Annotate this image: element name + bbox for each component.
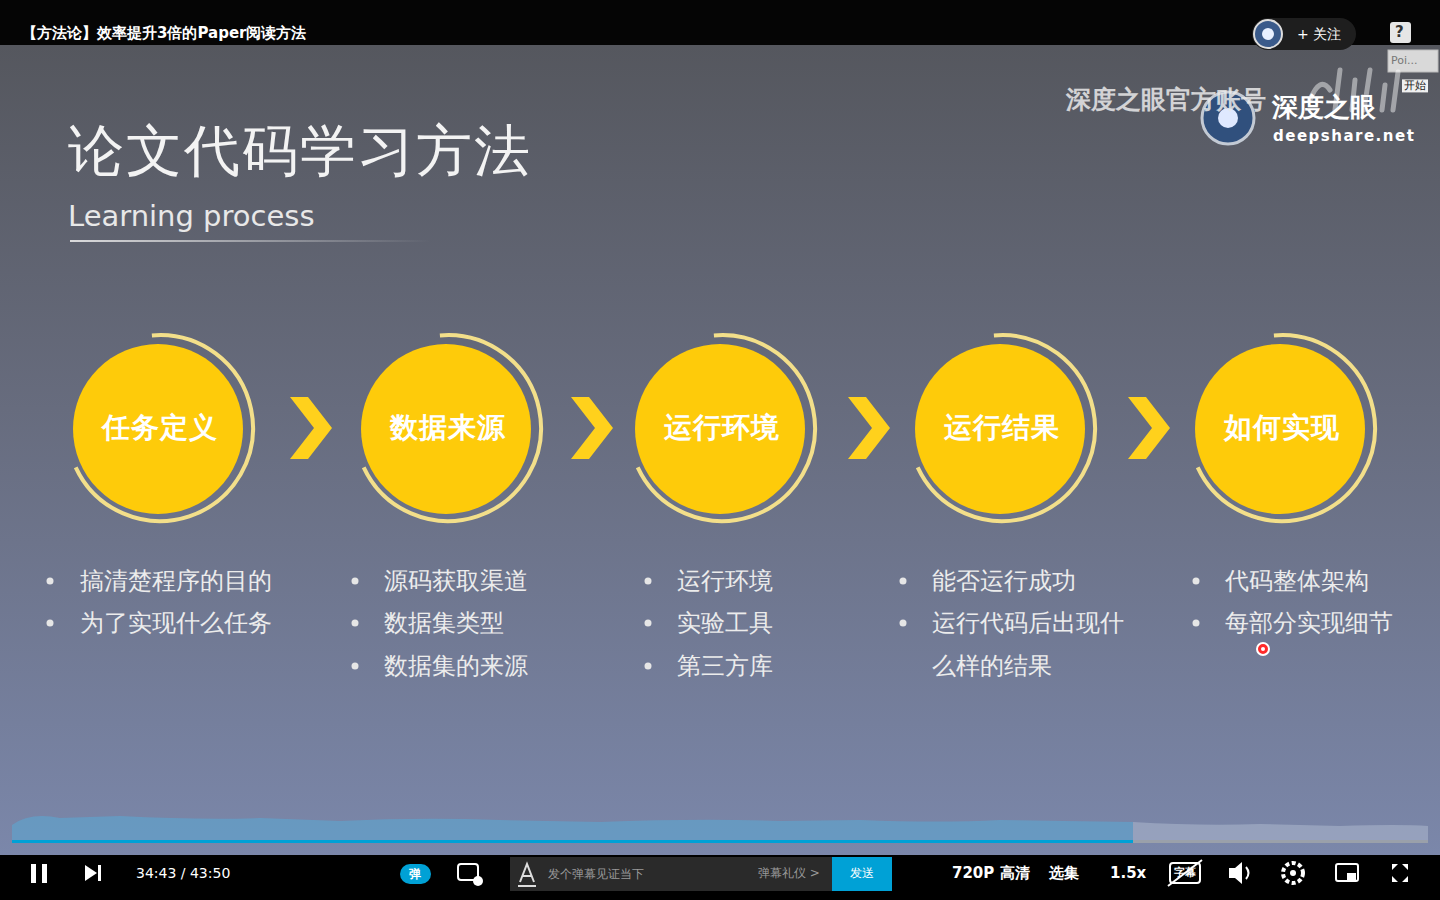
volume-icon [1229,862,1242,884]
progress-rest [1133,840,1428,843]
bullet-text: 运行环境 [677,567,773,596]
help-box [1390,22,1411,43]
circle-fill [635,344,805,514]
step-text-holder: 任务定义 [60,328,260,528]
chevron-arrow [571,397,613,459]
slide-subtitle: Learning process [68,199,315,234]
chevron-arrow [1128,397,1170,459]
step-title: 运行结果 [944,409,1060,447]
circle-fill [915,344,1085,514]
settings-icon [1290,870,1296,876]
bullet-text: 代码整体架构 [1225,567,1369,596]
time-display: 34:43 / 43:50 [136,865,230,882]
episodes-button: 选集 [1049,864,1079,882]
subtitle-label: 字幕 [1174,866,1196,879]
waveform-rest [1133,822,1428,842]
step-text-holder: 数据来源 [348,328,548,528]
arrow-head [571,397,613,459]
input-placeholder: 发个弹幕见证当下 [548,867,644,881]
arrow-head [848,397,890,459]
settings-icon [1283,863,1303,883]
pip-icon [1347,873,1356,880]
pip-icon [1336,864,1358,881]
step-text-holder: 运行环境 [622,328,822,528]
popup-text: Poi... [1391,54,1418,67]
speed-button: 1.5x [1110,864,1146,882]
volume-icon [1246,867,1249,879]
quality-button: 720P 高清 [952,864,1030,882]
chevron-arrow [290,397,332,459]
pause-icon [42,864,47,883]
bullet-text: 运行代码后出现什么样的结果 [932,602,1132,688]
video-title: 【方法论】效率提升3倍的Paper阅读方法 [22,24,306,42]
logo-url: deepshare.net [1273,127,1415,145]
help-icon: ? [1395,23,1404,41]
bullet-text: 数据集的来源 [384,652,528,681]
step-text-holder: 如何实现 [1182,328,1382,528]
watermark: 深度之眼官方账号 [1066,85,1266,115]
bullet-text: 能否运行成功 [932,567,1076,596]
toggle-label: 弹 [409,867,421,881]
danmaku-toggle [400,864,431,884]
arrow-head [1128,397,1170,459]
step-circle: 数据来源 [348,328,548,528]
bullet-text: 实验工具 [677,609,773,638]
chevron-arrow [848,397,890,459]
step-title: 数据来源 [390,409,506,447]
avatar-eye [1262,28,1274,40]
step-circle: 任务定义 [60,328,260,528]
step-circle: 如何实现 [1182,328,1382,528]
poi-box [1388,50,1438,72]
danmaku-input [510,857,832,891]
subtitle-off-line [1168,860,1202,886]
logo-text: 深度之眼 [1272,92,1376,123]
follow-button: + 关注 [1297,26,1341,43]
arrow-head [290,397,332,459]
step-circle: 运行结果 [902,328,1102,528]
danmaku-settings-icon [473,876,483,886]
avatar [1254,20,1282,48]
follow-pill [1252,18,1356,50]
bullet-text: 为了实现什么任务 [80,609,272,638]
send-label: 发送 [850,866,874,880]
bullet-text: 每部分实现细节 [1225,609,1393,638]
step-title: 如何实现 [1224,409,1340,447]
pause-icon [31,864,36,883]
bullet-text: 源码获取渠道 [384,567,528,596]
bullet-text: 搞清楚程序的目的 [80,567,272,596]
circle-fill [73,344,243,514]
laser-pointer-core [1261,647,1265,651]
popup-text: 开始 [1402,79,1428,92]
waveform-played [12,816,1133,842]
send-button [832,857,892,891]
laser-pointer [1257,643,1269,655]
step-title: 运行环境 [664,409,780,447]
title-underline [70,240,430,242]
bullet-text: 数据集类型 [384,609,504,638]
circle-fill [1195,344,1365,514]
danmaku-etiquette: 弹幕礼仪 > [758,866,820,880]
next-icon [85,865,97,881]
step-text-holder: 运行结果 [902,328,1102,528]
step-title: 任务定义 [102,409,218,447]
step-circle: 运行环境 [622,328,822,528]
bullet-text: 第三方库 [677,652,773,681]
slide-title: 论文代码学习方法 [68,114,532,190]
circle-fill [361,344,531,514]
font-icon [518,864,536,886]
next-icon [98,865,101,881]
progress-played [12,840,1133,843]
fullscreen-icon [1392,864,1408,882]
